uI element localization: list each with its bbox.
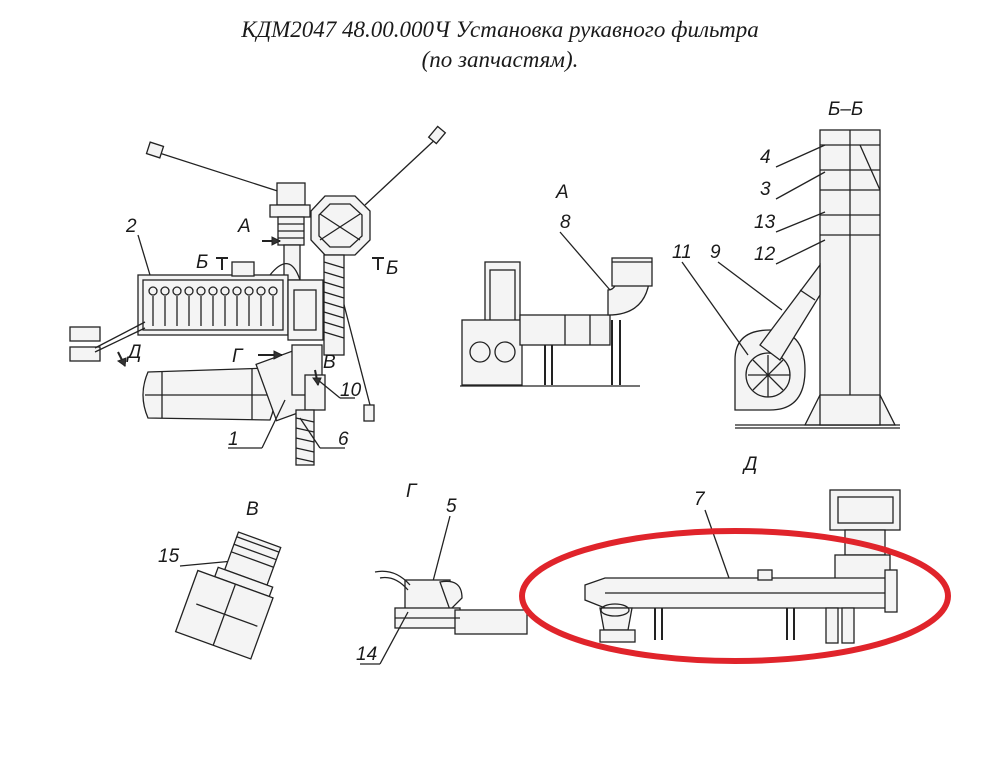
filter-bag-row [148, 286, 278, 326]
view-V: В 15 [158, 499, 282, 660]
part-label-7: 7 [694, 489, 706, 510]
view-marker-G: Г [232, 346, 244, 367]
view-D: Д 7 [584, 454, 901, 644]
view-marker-V: В [323, 352, 336, 373]
part-label-1: 1 [228, 429, 239, 450]
part-label-11: 11 [672, 242, 692, 263]
part-label-2: 2 [125, 216, 137, 237]
view-marker-D: Д [126, 342, 141, 363]
main-plan-view: 2 А Б Б Г В Д 10 1 6 [69, 125, 447, 466]
drawing-subtitle: (по запчастям). [421, 47, 579, 72]
section-marker-B-left: Б [196, 252, 208, 273]
view-title-D: Д [742, 454, 757, 475]
section-marker-B-right: Б [386, 258, 398, 279]
view-A: А 8 [460, 182, 653, 387]
screw-flights [323, 261, 345, 339]
part-label-10: 10 [340, 380, 362, 401]
view-marker-A: А [237, 216, 251, 237]
view-G: Г 5 14 [356, 481, 528, 665]
part-label-13: 13 [754, 212, 776, 233]
part-label-9: 9 [710, 242, 721, 263]
view-BB: Б–Б 4 3 13 12 11 9 [672, 99, 900, 429]
view-title-V: В [246, 499, 259, 520]
part-label-15: 15 [158, 546, 180, 567]
drawing-title: КДМ2047 48.00.000Ч Установка рукавного ф… [241, 17, 759, 42]
highlight-ellipse [519, 528, 951, 664]
part-label-6: 6 [338, 429, 349, 450]
view-title-A: А [555, 182, 569, 203]
part-label-4: 4 [760, 147, 771, 168]
view-title-G: Г [406, 481, 418, 502]
part-label-14: 14 [356, 644, 377, 665]
view-title-BB: Б–Б [828, 99, 863, 120]
screw-flights-bottom [295, 417, 315, 463]
part-label-8: 8 [560, 212, 571, 233]
part-label-5: 5 [446, 496, 457, 517]
part-label-12: 12 [754, 244, 776, 265]
part-label-3: 3 [760, 179, 771, 200]
